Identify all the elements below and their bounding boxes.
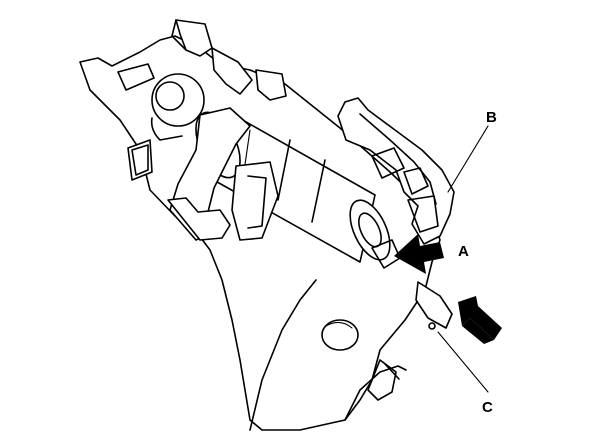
- leader-lines: [437, 125, 489, 393]
- release-pin: [371, 239, 453, 330]
- housing-slots: [117, 63, 155, 181]
- label-b: B: [486, 109, 497, 126]
- front-plate: [167, 107, 279, 241]
- label-c: C: [482, 399, 493, 416]
- pull-arrow-icon: [458, 296, 502, 344]
- top-bracket: [171, 19, 287, 101]
- push-arrow-icon: [394, 234, 444, 274]
- round-boss: [150, 73, 205, 141]
- label-a: A: [458, 243, 469, 260]
- side-bracket: [337, 97, 455, 245]
